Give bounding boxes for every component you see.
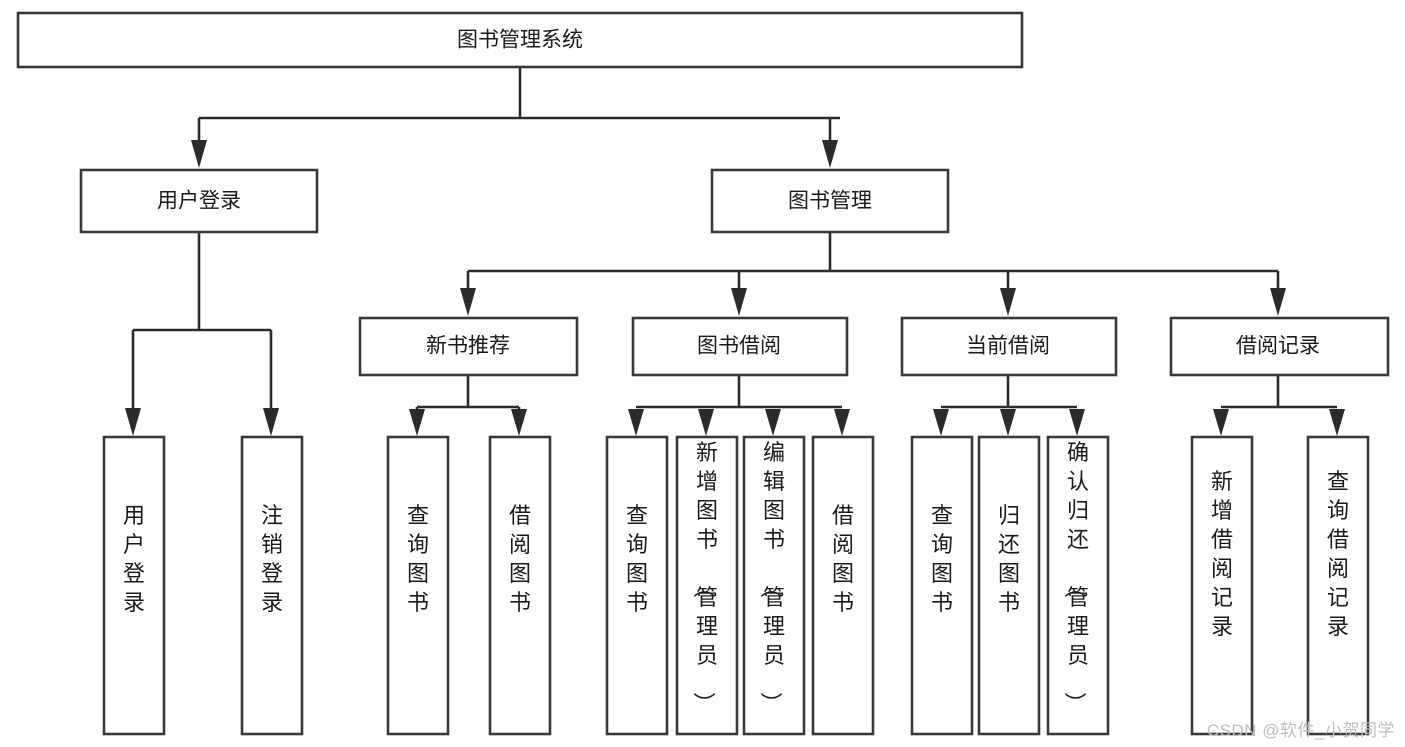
leaf-current-query-book-label: 查询图书 (931, 503, 953, 615)
leaf-record-add-record-box (1190, 435, 1254, 736)
arrow-bookborrow-leaf-3 (765, 409, 781, 436)
leaf-borrow-borrow-book-label: 借阅图书 (832, 503, 854, 615)
leaf-user-login-logout-box (240, 435, 304, 736)
leaf-user-login-logout[interactable]: 注销登录 (240, 435, 304, 736)
leaf-current-query-book[interactable]: 查询图书 (910, 435, 974, 736)
arrow-userlogin-leaf-1 (125, 408, 141, 436)
node-user-login-label: 用户登录 (157, 190, 241, 213)
leaf-borrow-borrow-book-box (811, 435, 875, 736)
node-book-borrow-label: 图书借阅 (697, 335, 781, 358)
arrow-borrowrecord-leaf-1 (1213, 409, 1229, 436)
leaf-user-login-logout-label: 注销登录 (261, 503, 283, 615)
leaf-new-book-query-box (386, 435, 450, 736)
arrow-bookborrow-leaf-2 (698, 409, 714, 436)
connector-layer (125, 67, 1345, 436)
node-user-login-box (79, 168, 319, 234)
leaf-new-book-query[interactable]: 查询图书 (386, 435, 450, 736)
leaf-record-query-record-label: 查询借阅记录 (1327, 469, 1349, 639)
node-borrow-record-label: 借阅记录 (1236, 335, 1320, 358)
arrow-to-borrow-record (1270, 288, 1286, 316)
leaf-borrow-add-book[interactable]: 新增图书（管理员） (675, 435, 739, 736)
arrow-bookborrow-leaf-4 (834, 409, 850, 436)
node-root-box (16, 11, 1024, 69)
leaf-borrow-edit-book-label: 编辑图书（管理员） (758, 440, 785, 714)
arrow-newbook-leaf-2 (511, 409, 527, 436)
leaf-new-book-query-label: 查询图书 (407, 503, 429, 615)
arrow-newbook-leaf-1 (409, 409, 425, 436)
leaf-current-query-book-box (910, 435, 974, 736)
leaf-record-query-record[interactable]: 查询借阅记录 (1306, 435, 1370, 736)
node-root-book-management-system[interactable]: 图书管理系统 (16, 11, 1024, 69)
arrow-to-book-borrow (731, 288, 747, 316)
arrow-currentborrow-leaf-2 (1000, 409, 1016, 436)
node-book-borrow-box (631, 316, 849, 377)
leaf-record-query-record-box (1306, 435, 1370, 736)
node-book-management[interactable]: 图书管理 (710, 168, 950, 234)
leaf-borrow-add-book-box (675, 435, 739, 736)
node-current-borrow-label: 当前借阅 (966, 335, 1050, 358)
arrow-currentborrow-leaf-1 (933, 409, 949, 436)
leaf-current-return-book[interactable]: 归还图书 (977, 435, 1041, 736)
leaf-user-login-login-label: 用户登录 (123, 503, 145, 615)
node-current-borrow[interactable]: 当前借阅 (900, 316, 1118, 377)
leaf-borrow-edit-book-box (742, 435, 806, 736)
arrow-to-user-login (191, 140, 207, 168)
arrow-userlogin-leaf-2 (263, 408, 279, 436)
arrow-to-current-borrow (1000, 288, 1016, 316)
leaf-borrow-add-book-label: 新增图书（管理员） (691, 440, 718, 714)
leaf-record-add-record-label: 新增借阅记录 (1211, 469, 1233, 639)
leaf-current-confirm-return-label: 确认归还（管理员） (1062, 440, 1089, 714)
leaf-current-confirm-return[interactable]: 确认归还（管理员） (1046, 435, 1110, 736)
leaf-borrow-query-book[interactable]: 查询图书 (605, 435, 669, 736)
leaf-borrow-query-book-box (605, 435, 669, 736)
node-user-login[interactable]: 用户登录 (79, 168, 319, 234)
node-book-borrow[interactable]: 图书借阅 (631, 316, 849, 377)
arrow-to-book-manage (822, 140, 838, 168)
leaf-current-return-book-box (977, 435, 1041, 736)
node-book-management-label: 图书管理 (788, 190, 872, 213)
arrow-currentborrow-leaf-3 (1069, 409, 1085, 436)
leaf-current-return-book-label: 归还图书 (998, 503, 1020, 615)
node-current-borrow-box (900, 316, 1118, 377)
node-new-book-recommend[interactable]: 新书推荐 (358, 316, 579, 377)
node-book-management-box (710, 168, 950, 234)
leaf-record-add-record[interactable]: 新增借阅记录 (1190, 435, 1254, 736)
leaf-new-book-borrow-box (488, 435, 552, 736)
arrow-borrowrecord-leaf-2 (1329, 409, 1345, 436)
leaf-new-book-borrow-label: 借阅图书 (509, 503, 531, 615)
node-borrow-record-box (1169, 316, 1390, 377)
leaf-user-login-login[interactable]: 用户登录 (102, 435, 166, 736)
arrow-bookborrow-leaf-1 (628, 409, 644, 436)
node-new-book-recommend-box (358, 316, 579, 377)
leaf-borrow-query-book-label: 查询图书 (626, 503, 648, 615)
arrow-to-new-book (460, 288, 476, 316)
node-borrow-record[interactable]: 借阅记录 (1169, 316, 1390, 377)
leaf-borrow-edit-book[interactable]: 编辑图书（管理员） (742, 435, 806, 736)
leaf-current-confirm-return-box (1046, 435, 1110, 736)
leaf-new-book-borrow[interactable]: 借阅图书 (488, 435, 552, 736)
csdn-watermark: CSDN @软件_小贺同学 (1206, 721, 1395, 740)
leaf-user-login-login-box (102, 435, 166, 736)
node-root-label: 图书管理系统 (457, 29, 583, 52)
leaf-borrow-borrow-book[interactable]: 借阅图书 (811, 435, 875, 736)
node-new-book-recommend-label: 新书推荐 (426, 335, 510, 358)
